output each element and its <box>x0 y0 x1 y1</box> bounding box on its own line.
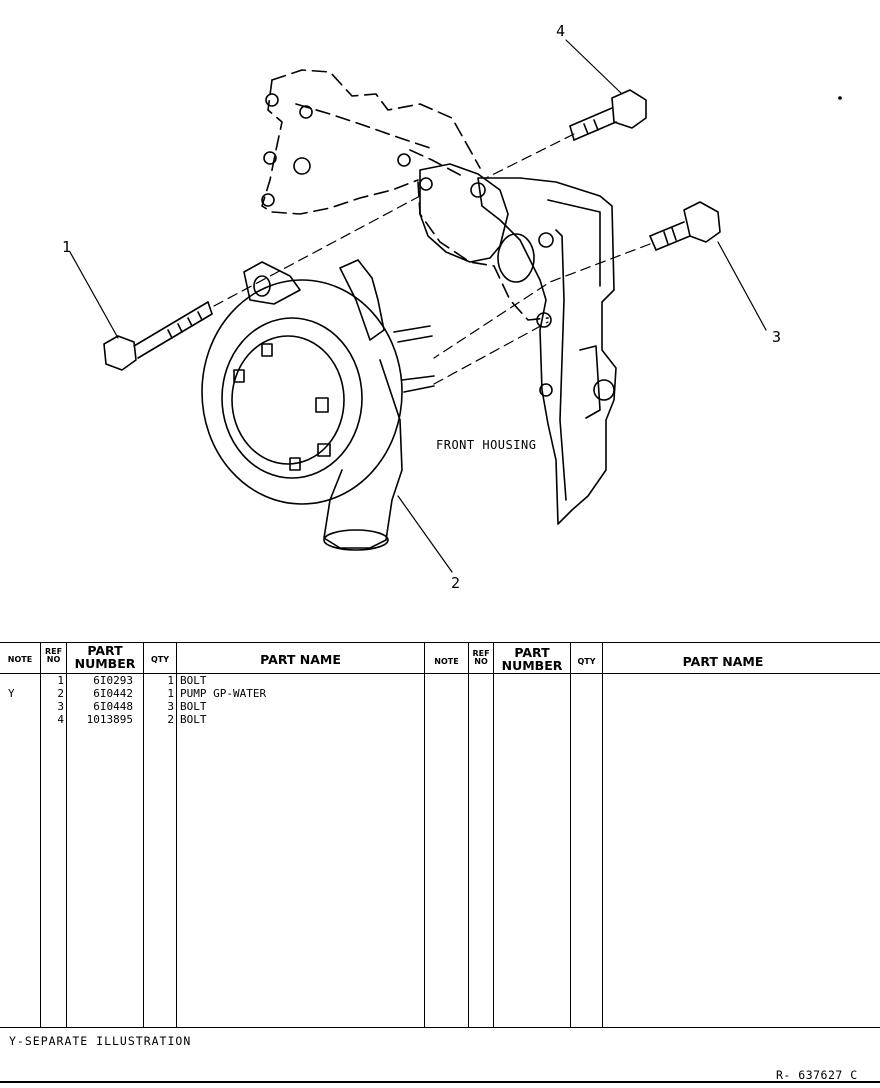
front-housing <box>419 163 617 525</box>
header-qty-right: QTY <box>577 657 596 666</box>
row-1-qty: 1 <box>167 674 174 687</box>
header-part-name: PART NAME <box>260 652 341 667</box>
header-note-right: NOTE <box>434 657 459 666</box>
row-3-part-name: BOLT <box>180 700 207 713</box>
row-4-part-number: 1013895 <box>86 713 133 726</box>
water-pump <box>201 259 435 551</box>
water-pump-drawing <box>69 39 842 573</box>
alignment-lines <box>213 133 651 385</box>
row-2-qty: 1 <box>167 687 174 700</box>
row-3-ref: 3 <box>57 700 64 713</box>
callout-4: 4 <box>556 22 566 40</box>
row-4-part-name: BOLT <box>180 713 207 726</box>
leader-lines <box>69 39 767 573</box>
callout-3: 3 <box>772 328 782 346</box>
row-1-part-name: BOLT <box>180 674 207 687</box>
row-4-qty: 2 <box>167 713 174 726</box>
row-1-part-number: 6I0293 <box>93 674 133 687</box>
parts-table: NOTE REF NO PART NUMBER QTY PART NAME NO… <box>0 642 880 1028</box>
row-4-ref: 4 <box>57 713 64 726</box>
row-3-qty: 3 <box>167 700 174 713</box>
engine-block-holes <box>261 93 411 207</box>
header-part-number: PART NUMBER <box>74 643 136 671</box>
exploded-view-illustration: 1 2 3 4 FRONT HOUSING <box>62 22 842 592</box>
header-part-name-right: PART NAME <box>682 654 764 669</box>
header-note: NOTE <box>7 655 33 664</box>
front-housing-label: FRONT HOUSING <box>436 438 537 452</box>
row-2-note: Y <box>8 687 15 700</box>
row-2-part-number: 6I0442 <box>93 687 133 700</box>
footnote-separate-illustration: Y-SEPARATE ILLUSTRATION <box>9 1034 192 1048</box>
header-ref-no-right: REF NO <box>472 649 490 666</box>
bolt-1 <box>103 301 213 371</box>
bolt-4 <box>569 89 647 141</box>
reference-code: R- 637627 C <box>776 1068 858 1082</box>
header-ref-no: REF NO <box>44 647 63 664</box>
engine-block-outline <box>261 69 549 321</box>
row-3-part-number: 6I0448 <box>93 700 133 713</box>
header-part-number-right: PART NUMBER <box>501 645 563 673</box>
callout-2: 2 <box>451 574 461 592</box>
row-2-part-name: PUMP GP-WATER <box>180 687 267 700</box>
header-qty: QTY <box>150 655 170 664</box>
row-1-ref: 1 <box>57 674 64 687</box>
row-2-ref: 2 <box>57 687 64 700</box>
bottom-rule <box>0 1081 880 1083</box>
bolt-3 <box>649 201 721 251</box>
callout-1: 1 <box>62 238 72 256</box>
